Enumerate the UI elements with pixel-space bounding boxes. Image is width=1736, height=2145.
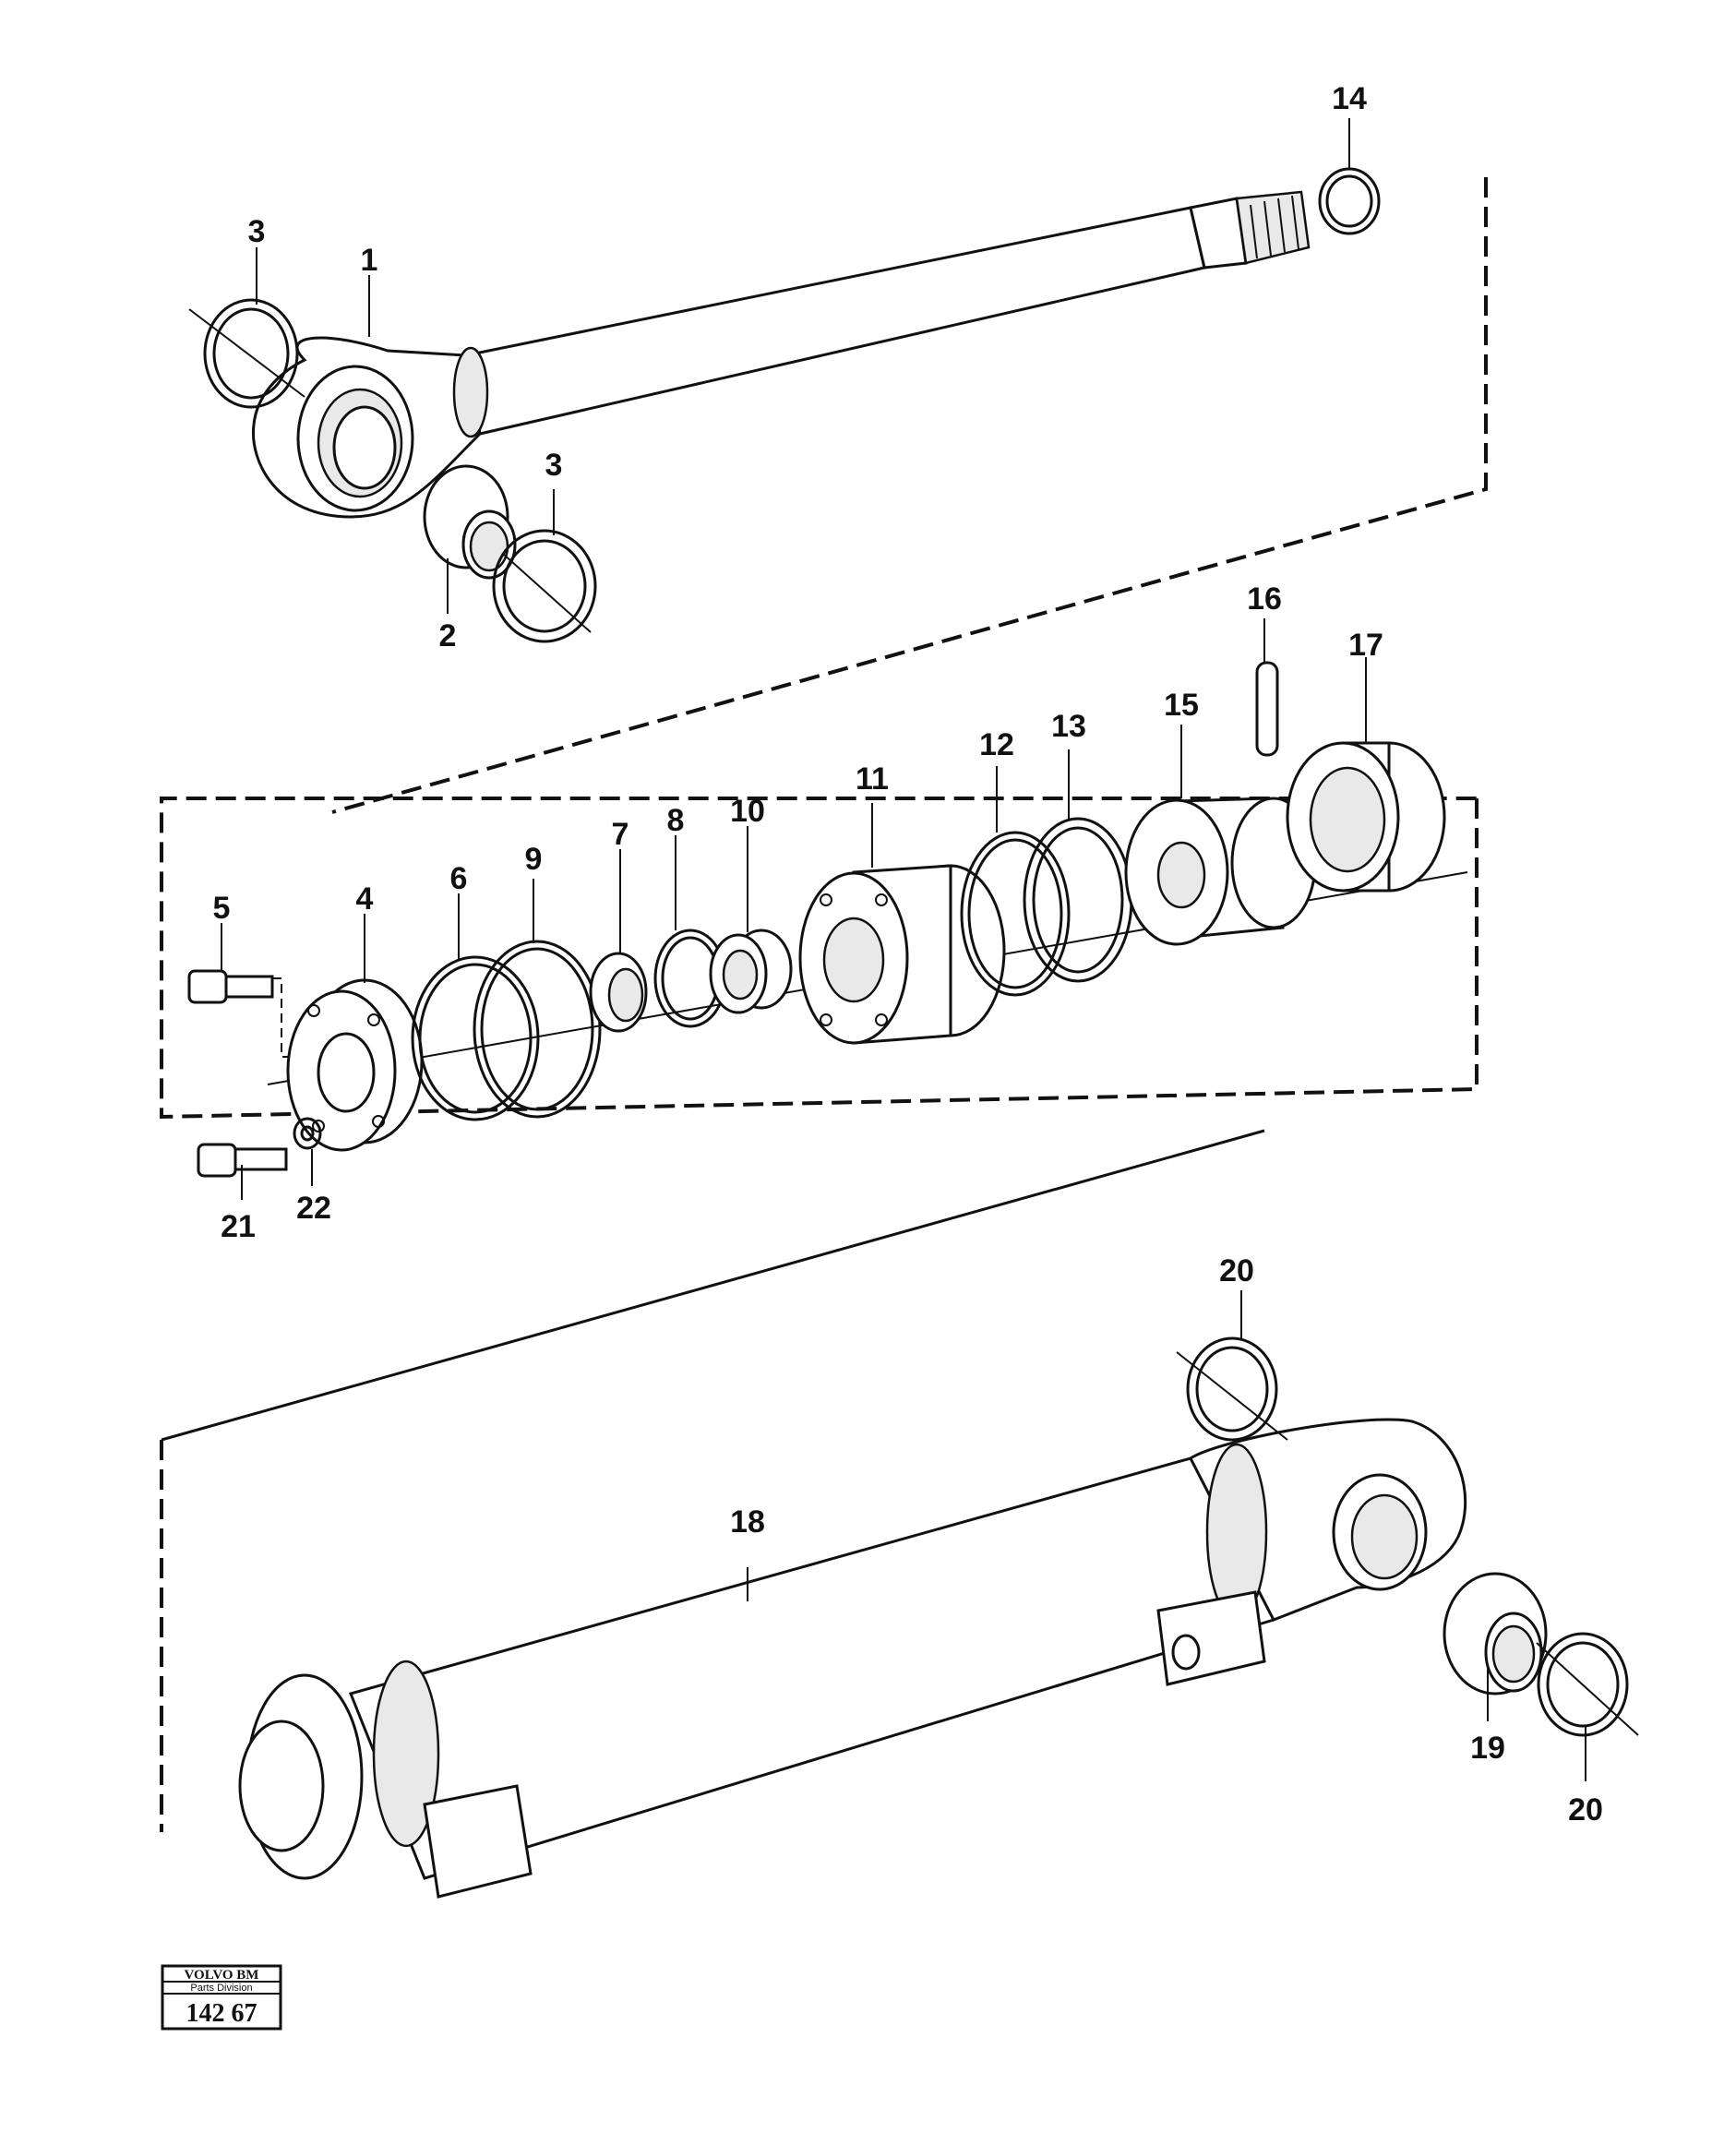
screw-21	[197, 1143, 288, 1178]
stamp-division: Parts Division	[190, 1983, 252, 1994]
o-ring-6	[411, 955, 540, 1121]
seal-7	[589, 952, 648, 1033]
callout-6: 6	[450, 861, 468, 896]
group-frame-bottom	[160, 1129, 1265, 1832]
stamp-number: 142 67	[186, 1999, 257, 2028]
callout-1: 1	[361, 243, 378, 278]
callout-8: 8	[667, 803, 685, 838]
backup-ring-9	[473, 940, 602, 1119]
piston-11	[798, 864, 1006, 1045]
spherical-bearing-2	[423, 464, 517, 580]
piston-15	[1124, 797, 1317, 946]
callout-15: 15	[1164, 688, 1199, 723]
callout-3-right: 3	[545, 448, 563, 483]
stamp-brand: VOLVO BM	[185, 1968, 259, 1983]
callout-20-bottom: 20	[1568, 1792, 1603, 1827]
circlip-3-right	[492, 529, 597, 643]
callout-14: 14	[1332, 81, 1367, 116]
group-frame-top	[331, 177, 1488, 814]
cylinder-tube-18	[238, 1418, 1467, 1899]
cylinder-head-4	[286, 978, 424, 1152]
callout-17: 17	[1348, 628, 1383, 663]
callout-7: 7	[612, 817, 629, 852]
callout-3-left: 3	[248, 214, 266, 249]
callout-21: 21	[221, 1209, 256, 1244]
seal-ring-13	[1023, 817, 1133, 983]
callout-18: 18	[730, 1504, 765, 1540]
group-frame-middle	[160, 797, 1479, 1120]
piston-rod	[251, 190, 1311, 519]
circlip-3-left	[188, 298, 305, 409]
callout-10: 10	[730, 794, 765, 829]
callout-4: 4	[356, 881, 374, 917]
pin-16	[1255, 661, 1279, 757]
seal-ring-14	[1318, 167, 1381, 235]
callout-2: 2	[439, 618, 457, 653]
callout-22: 22	[296, 1191, 331, 1226]
callout-12: 12	[979, 727, 1014, 762]
screw-5	[187, 969, 295, 1058]
callout-labels: 1 2 3 3 4 5 6 7 8 9 10 11 12 13 14 15 16…	[213, 81, 1603, 1827]
callout-20-top: 20	[1219, 1253, 1254, 1288]
end-cap-17	[1286, 741, 1446, 893]
circlip-20-top	[1176, 1336, 1288, 1442]
spherical-bearing-19	[1443, 1572, 1548, 1696]
callout-16: 16	[1247, 581, 1282, 617]
leader-lines	[221, 118, 1586, 1781]
callout-19: 19	[1470, 1731, 1505, 1766]
circlip-20-bottom	[1536, 1632, 1639, 1737]
guide-ring-12	[960, 831, 1071, 997]
callout-11: 11	[856, 761, 889, 797]
bushing-10	[709, 929, 793, 1014]
washer-22	[293, 1117, 322, 1150]
callout-5: 5	[213, 891, 231, 926]
callout-9: 9	[525, 842, 543, 877]
callout-13: 13	[1051, 709, 1086, 744]
volvo-bm-stamp: VOLVO BM Parts Division 142 67	[161, 1964, 282, 2031]
